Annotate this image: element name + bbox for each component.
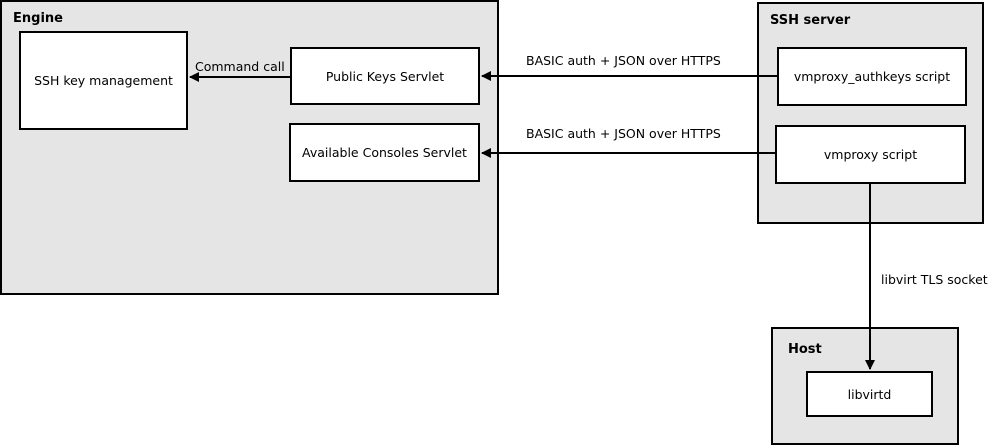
- ssh-server-group-title: SSH server: [770, 13, 851, 28]
- vmproxy-authkeys-script-node: vmproxy_authkeys script: [777, 47, 967, 106]
- authkeys-edge-label: BASIC auth + JSON over HTTPS: [526, 53, 721, 68]
- libvirt-tls-socket-label: libvirt TLS socket: [881, 272, 988, 287]
- vmproxy-authkeys-script-label: vmproxy_authkeys script: [793, 69, 951, 84]
- public-keys-servlet-node: Public Keys Servlet: [290, 47, 480, 105]
- libvirtd-label: libvirtd: [847, 386, 892, 402]
- vmproxy-script-node: vmproxy script: [775, 125, 966, 184]
- host-group-title: Host: [788, 342, 822, 357]
- ssh-key-management-label: SSH key management: [34, 73, 173, 88]
- vmproxy-script-label: vmproxy script: [823, 147, 918, 162]
- libvirtd-node: libvirtd: [806, 371, 933, 417]
- vmproxy-edge-label: BASIC auth + JSON over HTTPS: [526, 126, 721, 141]
- available-consoles-servlet-label: Available Consoles Servlet: [302, 145, 467, 160]
- command-call-label: Command call: [195, 59, 285, 74]
- available-consoles-servlet-node: Available Consoles Servlet: [289, 123, 480, 182]
- engine-group-title: Engine: [13, 11, 63, 26]
- ssh-key-management-node: SSH key management: [19, 31, 188, 130]
- public-keys-servlet-label: Public Keys Servlet: [325, 68, 445, 84]
